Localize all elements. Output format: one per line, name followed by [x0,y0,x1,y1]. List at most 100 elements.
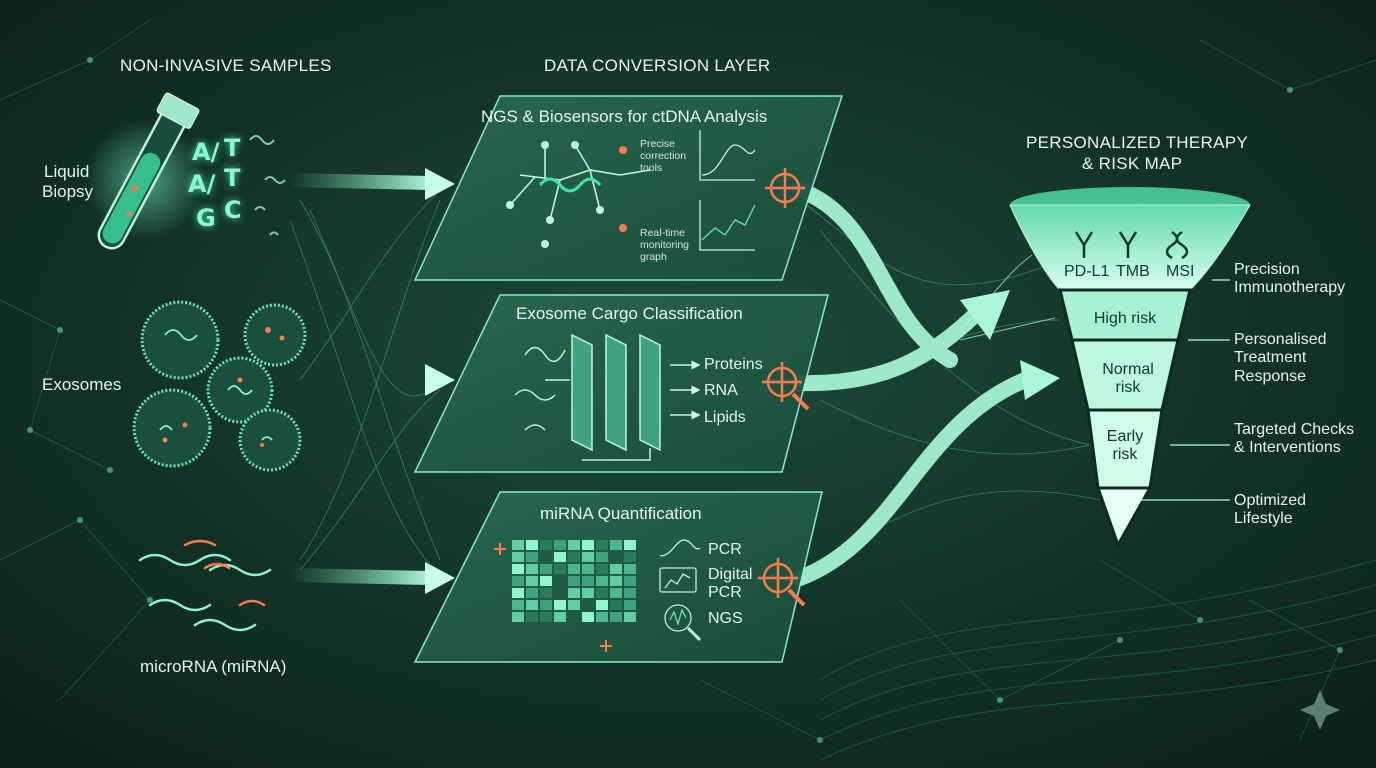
heatmap-cell [596,576,608,586]
heatmap-cell [582,552,594,562]
exosome-icons [132,300,307,472]
heatmap-cell [624,540,636,550]
funnel-level-early-risk: risk [1112,446,1138,463]
heatmap-cell [582,588,594,598]
funnel-level-normal: Normal [1102,361,1154,378]
heatmap-cell [540,576,552,586]
heatmap-cell [624,564,636,574]
dna-fragments [249,135,286,236]
wave-mesh [819,559,1376,761]
funnel-level-early: Early [1106,428,1144,445]
panel-ngs [413,95,844,281]
heatmap-cell [540,612,552,622]
test-tube-icon [85,92,205,250]
heatmap-cell [512,588,524,598]
input-arrows [283,168,455,594]
result-2-line2: Treatment [1234,349,1307,366]
funnel-level-high: High risk [1093,310,1157,327]
label-exosomes: Exosomes [42,375,122,394]
result-3-line1: Targeted Checks [1234,421,1355,438]
output-rna: RNA [704,382,738,399]
panel-mirna [413,491,823,663]
output-arrowhead-2 [1020,360,1060,400]
heatmap-cell [526,612,538,622]
heatmap-cell [540,540,552,550]
base-letter: C [224,196,242,224]
label-mirna: microRNA (miRNA) [140,657,287,676]
base-letter: T [224,134,241,162]
heatmap-cell [554,600,566,610]
network-background [0,19,1376,741]
heatmap-cell [554,540,566,550]
heatmap-cell [540,588,552,598]
marker-pdl1: PD-L1 [1064,263,1110,280]
heatmap-cell [624,612,636,622]
heatmap-cell [624,600,636,610]
base-letter: A/ [192,138,220,166]
heatmap-cell [610,564,622,574]
heatmap-cell [568,600,580,610]
heatmap-cell [596,552,608,562]
monitoring-line1: Real-time [640,227,685,239]
panel-exosome-title: Exosome Cargo Classification [516,304,743,323]
heatmap-cell [512,600,524,610]
result-2-line1: Personalised [1234,331,1327,348]
result-3-line2: & Interventions [1234,439,1341,456]
heatmap-cell [610,612,622,622]
heatmap-cell [624,552,636,562]
heatmap-cell [610,588,622,598]
marker-msi: MSI [1166,263,1195,280]
heatmap-cell [526,552,538,562]
method-ngs: NGS [708,610,743,627]
heatmap-cell [610,552,622,562]
heatmap-cell [526,564,538,574]
network-nodes [27,57,1343,743]
base-letter: G [196,204,216,232]
mirna-strand-icons [138,539,272,632]
heatmap-cell [596,612,608,622]
heatmap-cell [610,600,622,610]
panel-ngs-title: NGS & Biosensors for ctDNA Analysis [481,107,768,126]
heatmap-cell [596,540,608,550]
heatmap-cell [582,576,594,586]
heatmap-cell [610,540,622,550]
heatmap-cell [554,564,566,574]
heatmap-cell [624,576,636,586]
heatmap-cell [526,576,538,586]
heatmap-cell [540,600,552,610]
header-therapy-line2: & RISK MAP [1082,154,1183,173]
output-arrows [792,182,1038,586]
heatmap-cell [596,600,608,610]
heatmap-cell [554,612,566,622]
correction-tools-line1: Precise [640,138,676,150]
heatmap-cell [512,612,524,622]
result-1-line2: Immunotherapy [1234,279,1346,296]
method-digital-pcr: PCR [708,584,742,601]
output-proteins: Proteins [704,356,763,373]
sparkle-icon [1300,690,1340,730]
heatmap-cell [554,552,566,562]
heatmap-cell [526,540,538,550]
heatmap-cell [512,540,524,550]
base-letter: T [224,164,241,192]
heatmap-cell [610,576,622,586]
correction-tools-line3: tools [640,162,663,174]
marker-tmb: TMB [1116,263,1150,280]
heatmap-cell [568,588,580,598]
mirna-heatmap [512,540,636,622]
heatmap-cell [568,564,580,574]
heatmap-cell [596,564,608,574]
heatmap-cell [568,552,580,562]
heatmap-cell [540,552,552,562]
heatmap-cell [554,588,566,598]
heatmap-cell [526,588,538,598]
monitoring-line2: monitoring [640,239,690,251]
heatmap-cell [512,552,524,562]
output-lipids: Lipids [704,409,746,426]
label-liquid: Liquid [44,162,90,181]
heatmap-cell [512,564,524,574]
heatmap-cell [582,612,594,622]
method-digital: Digital [708,566,753,583]
heatmap-cell [568,540,580,550]
result-4-line2: Lifestyle [1234,510,1293,527]
